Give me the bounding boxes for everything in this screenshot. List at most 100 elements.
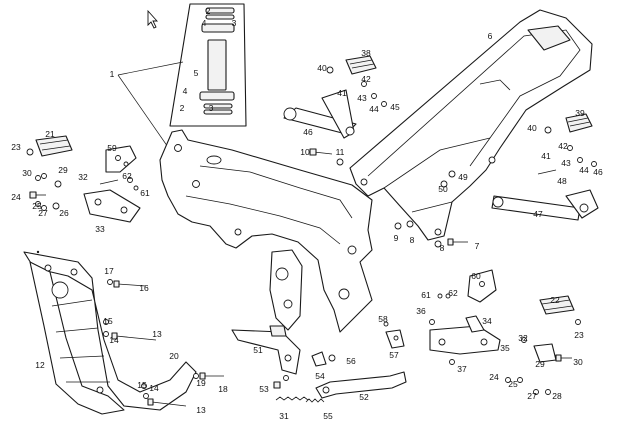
callout-23b: 23 bbox=[574, 329, 584, 340]
engine-cradle bbox=[23, 251, 197, 415]
footpeg-bracket-right bbox=[429, 315, 501, 365]
callout-44: 44 bbox=[369, 103, 379, 114]
rider-footpeg-right bbox=[539, 295, 581, 325]
footpeg-bracket-left bbox=[83, 179, 141, 223]
callout-48: 48 bbox=[557, 175, 567, 186]
callout-4b: 4 bbox=[182, 85, 188, 96]
passenger-peg-arm-right bbox=[491, 169, 599, 221]
callout-50: 50 bbox=[438, 183, 448, 194]
callout-4: 4 bbox=[201, 17, 207, 28]
callout-30b: 30 bbox=[573, 356, 583, 367]
passenger-footpeg-right bbox=[544, 113, 597, 167]
callout-56: 56 bbox=[346, 355, 356, 366]
callout-8b: 8 bbox=[439, 242, 445, 253]
callout-16: 16 bbox=[139, 282, 149, 293]
callout-51: 51 bbox=[253, 344, 263, 355]
callout-39: 39 bbox=[575, 107, 585, 118]
callout-24b: 24 bbox=[489, 371, 499, 382]
callout-47: 47 bbox=[533, 208, 543, 219]
callout-7: 7 bbox=[474, 240, 480, 251]
callout-43: 43 bbox=[357, 92, 367, 103]
arrow-cursor-icon bbox=[147, 9, 159, 29]
callout-40: 40 bbox=[317, 62, 327, 73]
callout-29: 29 bbox=[58, 164, 68, 175]
cradle-bolts bbox=[103, 279, 224, 407]
callout-11: 11 bbox=[335, 146, 345, 157]
callout-59: 59 bbox=[107, 142, 117, 153]
callout-18: 18 bbox=[218, 383, 228, 394]
rear-subframe bbox=[349, 9, 593, 241]
callout-44b: 44 bbox=[579, 164, 589, 175]
callout-34: 34 bbox=[482, 315, 492, 326]
callout-12: 12 bbox=[35, 359, 45, 370]
callout-3: 3 bbox=[231, 17, 237, 28]
callout-25: 25 bbox=[32, 200, 42, 211]
callout-30: 30 bbox=[22, 167, 32, 178]
heel-guard-right bbox=[437, 269, 497, 303]
callout-21: 21 bbox=[45, 128, 55, 139]
callout-45: 45 bbox=[390, 101, 400, 112]
subframe-fasteners bbox=[309, 148, 468, 248]
callout-41: 41 bbox=[337, 87, 347, 98]
callout-58: 58 bbox=[378, 313, 388, 324]
callout-15: 15 bbox=[103, 315, 113, 326]
callout-60: 60 bbox=[471, 270, 481, 281]
callout-27b: 27 bbox=[527, 390, 537, 401]
callout-20: 20 bbox=[169, 350, 179, 361]
rider-footpeg-left bbox=[26, 135, 73, 157]
callout-62b: 62 bbox=[448, 287, 458, 298]
callout-28: 28 bbox=[552, 390, 562, 401]
callout-37: 37 bbox=[457, 363, 467, 374]
callout-23: 23 bbox=[11, 141, 21, 152]
callout-46b: 46 bbox=[593, 166, 603, 177]
side-stand bbox=[315, 371, 407, 399]
callout-42: 42 bbox=[361, 73, 371, 84]
callout-10: 10 bbox=[300, 146, 310, 157]
callout-1: 1 bbox=[109, 68, 115, 79]
callout-31: 31 bbox=[279, 410, 289, 421]
callout-36: 36 bbox=[416, 305, 426, 316]
callout-42b: 42 bbox=[558, 140, 568, 151]
callout-35: 35 bbox=[500, 342, 510, 353]
callout-32b: 32 bbox=[518, 332, 528, 343]
heel-guard-left bbox=[105, 145, 139, 191]
callout-62: 62 bbox=[122, 170, 132, 181]
callout-55: 55 bbox=[323, 410, 333, 421]
rubber-pad-set bbox=[169, 3, 247, 127]
callout-41b: 41 bbox=[541, 150, 551, 161]
callout-61b: 61 bbox=[421, 289, 431, 300]
footpeg-fasteners-left bbox=[29, 173, 62, 211]
callout-8: 8 bbox=[409, 234, 415, 245]
callout-61: 61 bbox=[140, 187, 150, 198]
callout-27: 27 bbox=[38, 207, 48, 218]
main-frame bbox=[159, 129, 373, 333]
callout-33: 33 bbox=[95, 223, 105, 234]
callout-2: 2 bbox=[205, 5, 211, 16]
callout-3b: 3 bbox=[208, 102, 214, 113]
callout-46: 46 bbox=[303, 126, 313, 137]
footpeg-fasteners-right bbox=[505, 337, 572, 395]
callout-26: 26 bbox=[59, 207, 69, 218]
side-stand-bracket bbox=[231, 325, 301, 375]
stand-fasteners bbox=[273, 321, 405, 389]
callout-25b: 25 bbox=[508, 378, 518, 389]
callout-29b: 29 bbox=[535, 358, 545, 369]
callout-17: 17 bbox=[104, 265, 114, 276]
callout-19: 19 bbox=[196, 377, 206, 388]
callout-2b: 2 bbox=[179, 102, 185, 113]
callout-24: 24 bbox=[11, 191, 21, 202]
callout-40b: 40 bbox=[527, 122, 537, 133]
callout-15b: 15 bbox=[137, 379, 147, 390]
passenger-footpeg-left bbox=[326, 55, 387, 107]
callout-14b: 14 bbox=[149, 382, 159, 393]
callout-54: 54 bbox=[315, 370, 325, 381]
callout-14: 14 bbox=[109, 334, 119, 345]
callout-57: 57 bbox=[389, 349, 399, 360]
callout-38: 38 bbox=[361, 47, 371, 58]
callout-13b: 13 bbox=[196, 404, 206, 415]
callout-22: 22 bbox=[550, 294, 560, 305]
callout-53: 53 bbox=[259, 383, 269, 394]
callout-13: 13 bbox=[152, 328, 162, 339]
leader-lines bbox=[117, 61, 184, 151]
